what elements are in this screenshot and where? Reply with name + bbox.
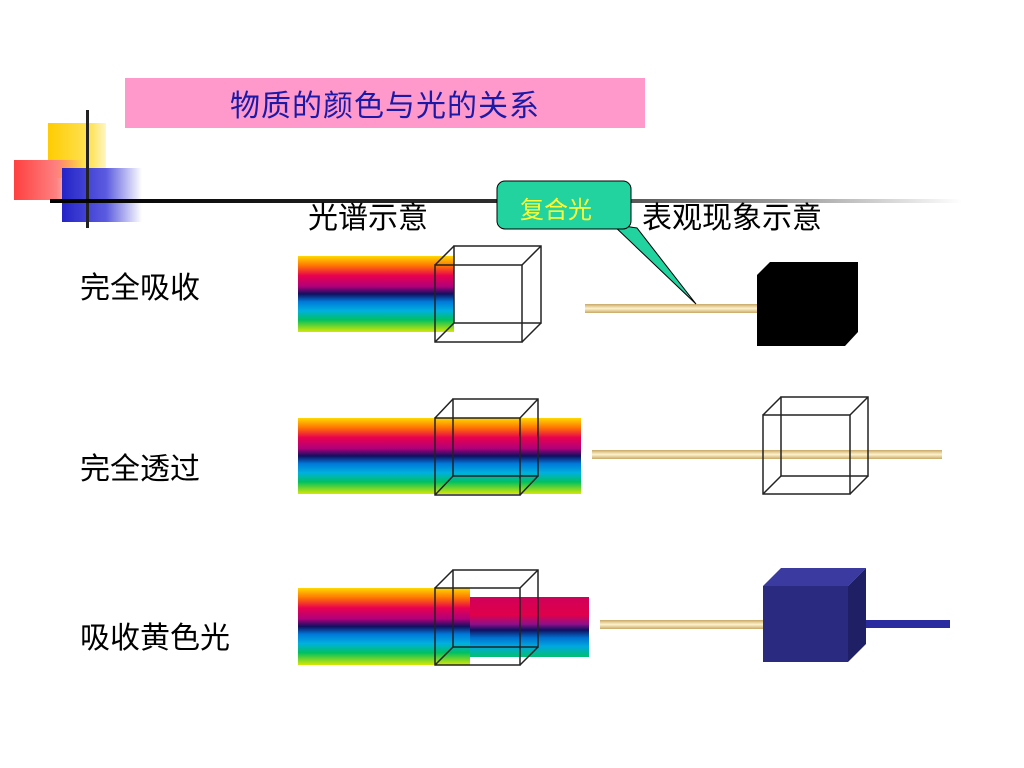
filtered-spectrum-row3 [470, 597, 589, 657]
row-label-complete-transmission: 完全透过 [80, 452, 200, 487]
light-beam-row3 [600, 620, 765, 629]
spectrum-band-row1 [298, 256, 454, 332]
transmitted-beam-row3 [866, 620, 950, 628]
wireframe-cube-row2 [434, 398, 539, 496]
callout-bubble [496, 180, 632, 230]
callout-label: 复合光 [520, 196, 592, 224]
navy-cube [763, 568, 866, 662]
wireframe-cube-row1 [434, 245, 542, 343]
column-label-appearance: 表观现象示意 [642, 201, 822, 236]
wireframe-cube-row2-appearance [762, 396, 869, 495]
title-banner: 物质的颜色与光的关系 [125, 78, 645, 128]
spectrum-band-row3 [298, 588, 470, 665]
decor-vertical-line [86, 110, 89, 228]
light-beam-row2 [592, 450, 942, 459]
row-label-complete-absorption: 完全吸收 [80, 271, 200, 306]
light-beam-row1 [585, 304, 757, 313]
column-label-spectrum: 光谱示意 [308, 201, 428, 236]
slide-title: 物质的颜色与光的关系 [230, 89, 540, 124]
row-label-absorb-yellow: 吸收黄色光 [80, 621, 230, 656]
wireframe-cube-row3 [434, 569, 539, 666]
decor-blue-square [62, 168, 142, 222]
black-cube [757, 262, 858, 346]
